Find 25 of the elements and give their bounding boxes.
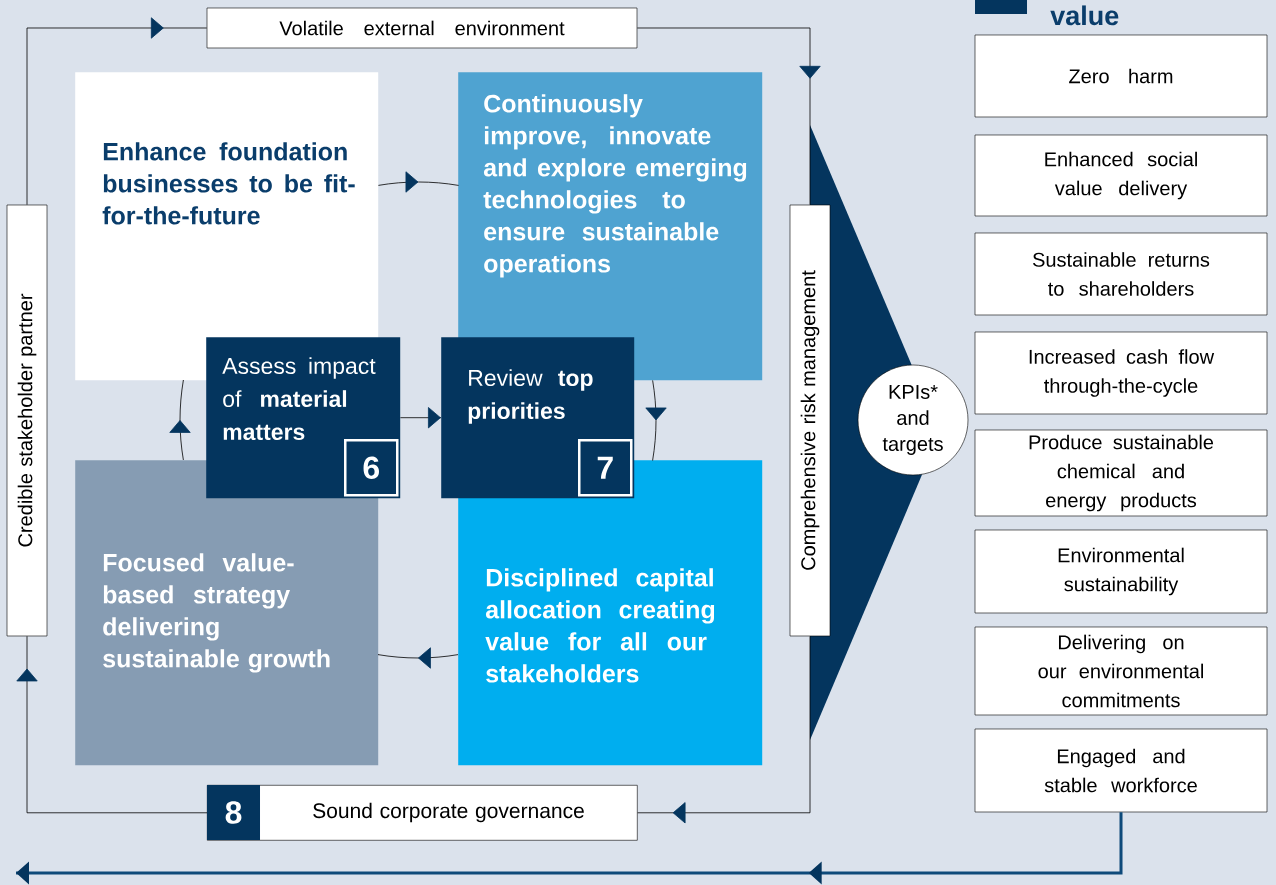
arrow <box>637 635 811 824</box>
label-box: Credible stakeholder partner <box>6 204 48 637</box>
arrow <box>378 171 459 193</box>
outcome-box: Zero harm <box>974 34 1268 118</box>
outcome-box: Environmental sustainability <box>974 529 1268 614</box>
label-box: Volatile external environment <box>206 7 638 49</box>
arrow <box>169 379 191 461</box>
outcome-box: Engaged and stable workforce <box>974 728 1268 813</box>
outcome-box: Produce sustainable chemical and energy products <box>974 429 1268 517</box>
arrow <box>16 812 1123 885</box>
outcome-box: Delivering on our environmental commitments <box>974 626 1268 716</box>
outcome-box: Enhanced social value delivery <box>974 134 1268 217</box>
step-box: Assess impact of material matters 6 <box>206 337 401 499</box>
label-box: Comprehensive risk management <box>789 204 831 637</box>
label-box: 8 Sound corporate governance <box>207 785 638 841</box>
arrow <box>16 635 208 814</box>
outcome-box: Sustainable returns to shareholders <box>974 232 1268 316</box>
arrow <box>400 407 442 429</box>
arrow <box>636 27 821 206</box>
arrow <box>645 380 667 461</box>
arrow <box>377 647 459 669</box>
arrow <box>26 17 208 206</box>
step-box: Review top priorities 7 <box>441 337 635 499</box>
outcome-box: Increased cash flow through-the-cycle <box>974 331 1268 415</box>
heading: value <box>1050 5 1119 26</box>
